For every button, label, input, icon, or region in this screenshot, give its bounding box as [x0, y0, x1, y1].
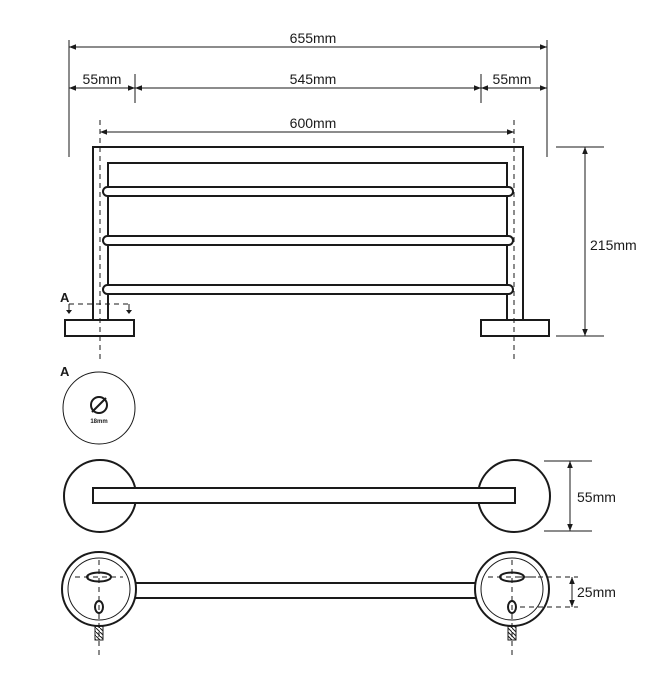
dimension-label-left-offset: 55mm — [83, 71, 122, 87]
dimension-mount-width: 600mm — [100, 115, 514, 135]
section-label-a: A — [60, 290, 70, 305]
dimension-total-width: 655mm — [68, 30, 548, 157]
dimension-label-hole-spacing: 25mm — [577, 584, 616, 600]
section-marker-a: A — [60, 290, 132, 314]
screw-thread-icon-right — [507, 625, 517, 641]
hole-icon — [90, 396, 108, 414]
dimension-label-right-offset: 55mm — [493, 71, 532, 87]
dimension-label-depth: 55mm — [577, 489, 616, 505]
dimension-label-mount: 600mm — [290, 115, 337, 131]
dimension-hole-spacing: 25mm — [520, 576, 616, 608]
front-view — [64, 120, 550, 360]
dimension-label-height: 215mm — [590, 237, 637, 253]
back-view — [61, 551, 550, 655]
dimension-label-inner: 545mm — [290, 71, 337, 87]
dimension-height: 215mm — [556, 146, 637, 337]
detail-label-a: A — [60, 364, 70, 379]
dimension-label-total: 655mm — [290, 30, 337, 46]
dimension-depth: 55mm — [544, 460, 616, 532]
top-view — [63, 459, 551, 533]
screw-thread-icon-left — [94, 625, 104, 641]
detail-a: A 18mm — [60, 364, 136, 445]
dimension-offsets: 55mm 545mm 55mm — [69, 71, 547, 103]
detail-hole-size: 18mm — [90, 419, 107, 425]
